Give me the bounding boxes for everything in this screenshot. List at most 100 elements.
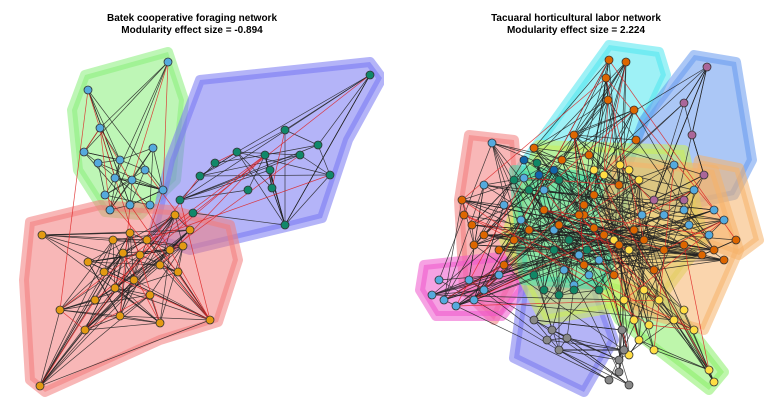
network-node xyxy=(649,195,659,205)
tacuaral-subtitle: Modularity effect size = 2.224 xyxy=(506,25,646,36)
network-edge xyxy=(146,189,164,241)
network-edge xyxy=(122,239,148,254)
network-edge xyxy=(97,162,106,196)
network-edge xyxy=(583,259,725,266)
network-node xyxy=(469,240,479,250)
network-edge xyxy=(87,89,131,206)
network-edge xyxy=(59,271,179,311)
network-edge xyxy=(463,214,695,331)
network-edge xyxy=(119,204,131,317)
network-edge xyxy=(299,154,331,176)
network-edge xyxy=(149,147,154,206)
network-node xyxy=(614,180,624,190)
network-edge xyxy=(593,224,690,229)
network-edge xyxy=(683,209,710,236)
network-edge xyxy=(566,337,630,386)
network-edge xyxy=(87,214,176,263)
network-edge xyxy=(144,169,191,231)
network-edge xyxy=(558,349,620,361)
network-edge xyxy=(284,129,319,146)
network-edge xyxy=(653,102,685,201)
network-node xyxy=(265,165,275,175)
network-node xyxy=(569,285,579,295)
batek-title-block: Batek cooperative foraging network Modul… xyxy=(0,13,384,37)
network-edge xyxy=(491,142,635,321)
network-node xyxy=(621,57,631,67)
network-node xyxy=(125,200,135,210)
network-node xyxy=(589,165,599,175)
network-edge xyxy=(663,249,725,261)
network-edge xyxy=(443,299,610,381)
network-edge xyxy=(461,199,475,246)
network-node xyxy=(140,165,150,175)
network-edge xyxy=(119,159,146,171)
network-edge xyxy=(573,134,630,356)
network-node xyxy=(539,205,549,215)
network-edge xyxy=(284,74,371,226)
network-edge xyxy=(131,179,164,191)
network-node xyxy=(479,180,489,190)
network-node xyxy=(679,205,689,215)
network-node xyxy=(599,230,609,240)
network-edge xyxy=(619,164,715,383)
network-node xyxy=(629,315,639,325)
network-edge xyxy=(41,232,131,236)
network-edge xyxy=(83,61,169,153)
network-edge xyxy=(561,159,710,371)
network-edge xyxy=(133,264,161,281)
network-edge xyxy=(583,179,640,216)
network-node xyxy=(532,158,542,168)
network-edge xyxy=(59,89,89,311)
network-node xyxy=(155,318,165,328)
network-node xyxy=(709,245,719,255)
network-edge xyxy=(603,61,627,176)
network-node xyxy=(37,230,47,240)
network-node xyxy=(135,250,145,260)
network-edges xyxy=(39,61,371,387)
network-node xyxy=(464,275,474,285)
network-edge xyxy=(491,142,560,296)
network-node xyxy=(697,250,707,260)
network-node xyxy=(659,245,669,255)
network-edge xyxy=(628,249,655,351)
network-node xyxy=(494,245,504,255)
network-edge xyxy=(523,159,545,211)
network-node xyxy=(529,143,539,153)
network-node xyxy=(554,290,564,300)
network-edge xyxy=(633,109,715,251)
network-edge xyxy=(568,239,620,246)
network-node xyxy=(719,215,729,225)
network-edge xyxy=(271,129,286,189)
network-node xyxy=(83,257,93,267)
network-node xyxy=(554,345,564,355)
network-node xyxy=(295,150,305,160)
network-edge xyxy=(551,329,620,361)
network-node xyxy=(644,320,654,330)
network-edge xyxy=(39,319,211,387)
network-node xyxy=(434,275,444,285)
network-edge xyxy=(473,244,555,251)
network-node xyxy=(589,190,599,200)
network-edge xyxy=(683,66,708,104)
network-node xyxy=(110,173,120,183)
network-edge xyxy=(179,74,371,201)
network-edge xyxy=(39,309,61,387)
network-edge xyxy=(39,239,114,387)
network-node xyxy=(459,210,469,220)
network-node xyxy=(185,225,195,235)
network-edge xyxy=(97,162,151,206)
network-node xyxy=(631,135,641,145)
network-node xyxy=(90,295,100,305)
network-edge xyxy=(653,164,675,351)
network-edge xyxy=(129,169,146,206)
network-node xyxy=(118,248,128,258)
network-edge xyxy=(491,142,685,201)
network-node xyxy=(582,245,592,255)
network-edge xyxy=(94,249,171,301)
network-edge xyxy=(618,164,675,186)
network-edge xyxy=(39,299,96,387)
network-node xyxy=(669,160,679,170)
network-edge xyxy=(543,209,710,236)
network-node xyxy=(451,301,461,311)
network-node xyxy=(719,255,729,265)
